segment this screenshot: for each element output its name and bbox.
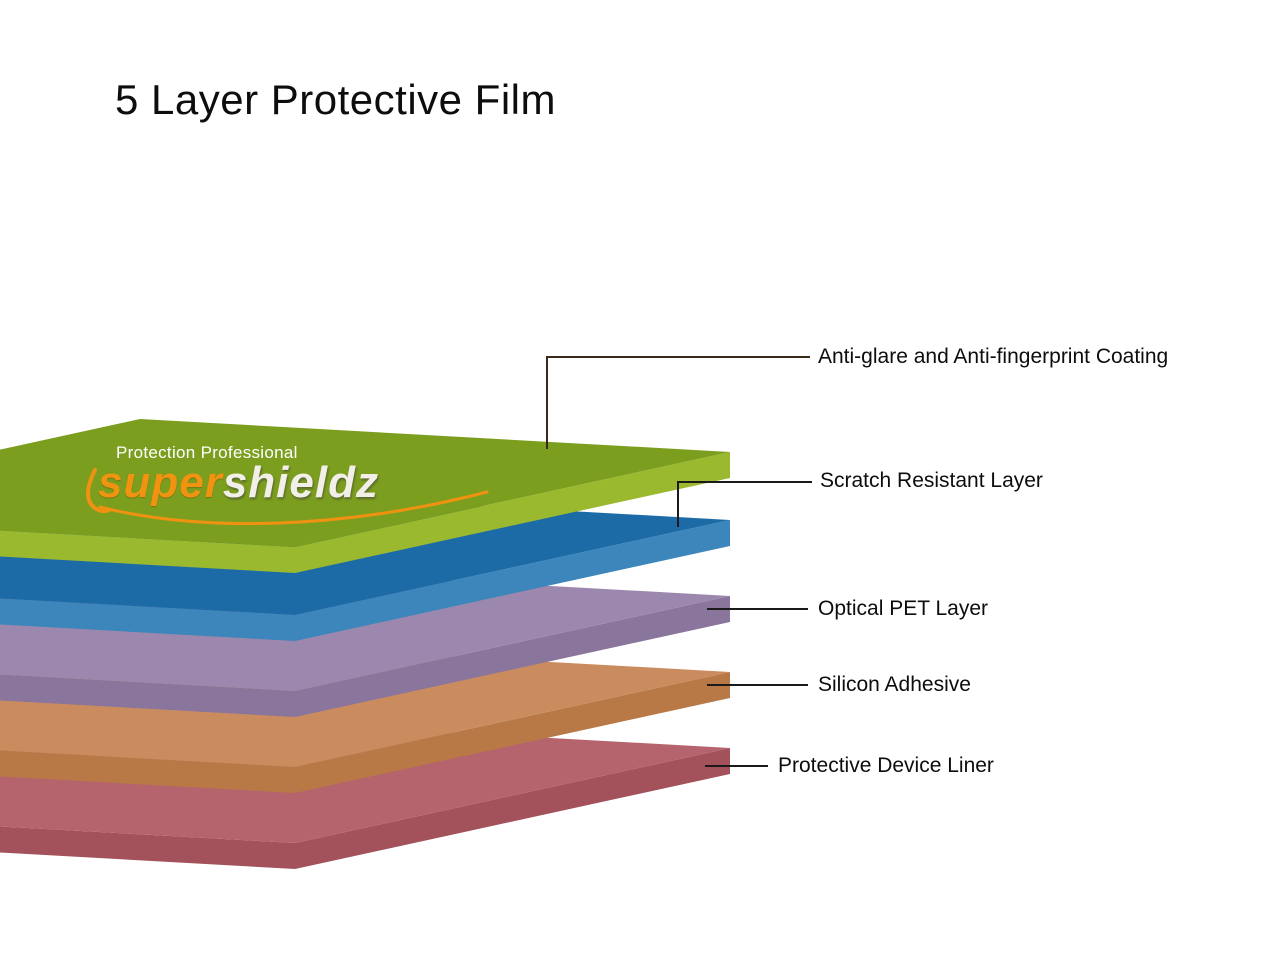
antiglare-top-face xyxy=(0,419,730,547)
logo-swoosh-icon xyxy=(98,490,489,526)
connector-antiglare xyxy=(546,356,810,449)
adhesive-front-right-face xyxy=(295,672,730,793)
layer-antiglare-coating xyxy=(0,419,730,573)
logo-tagline: Protection Professional xyxy=(116,443,298,462)
label-antiglare-coating: Anti-glare and Anti-fingerprint Coating xyxy=(818,345,1169,368)
brand-logo-super: super xyxy=(98,458,223,507)
pet-front-right-face xyxy=(295,596,730,717)
scratch-front-right-face xyxy=(295,520,730,641)
label-silicon-adhesive: Silicon Adhesive xyxy=(818,673,971,696)
scratch-front-left-face xyxy=(0,598,295,641)
label-protective-device-liner: Protective Device Liner xyxy=(778,754,994,777)
antiglare-front-left-face xyxy=(0,530,295,573)
logo-swoosh-hook xyxy=(86,468,111,514)
brand-logo: supershieldz xyxy=(98,458,379,508)
adhesive-front-left-face xyxy=(0,750,295,793)
label-scratch-resistant: Scratch Resistant Layer xyxy=(820,469,1043,492)
liner-front-left-face xyxy=(0,826,295,869)
antiglare-front-right-face xyxy=(295,452,730,573)
label-optical-pet: Optical PET Layer xyxy=(818,597,989,620)
page-title: 5 Layer Protective Film xyxy=(115,76,556,123)
liner-front-right-face xyxy=(295,748,730,869)
brand-logo-shieldz: shieldz xyxy=(222,458,379,507)
connector-scratch xyxy=(677,481,812,527)
pet-front-left-face xyxy=(0,674,295,717)
